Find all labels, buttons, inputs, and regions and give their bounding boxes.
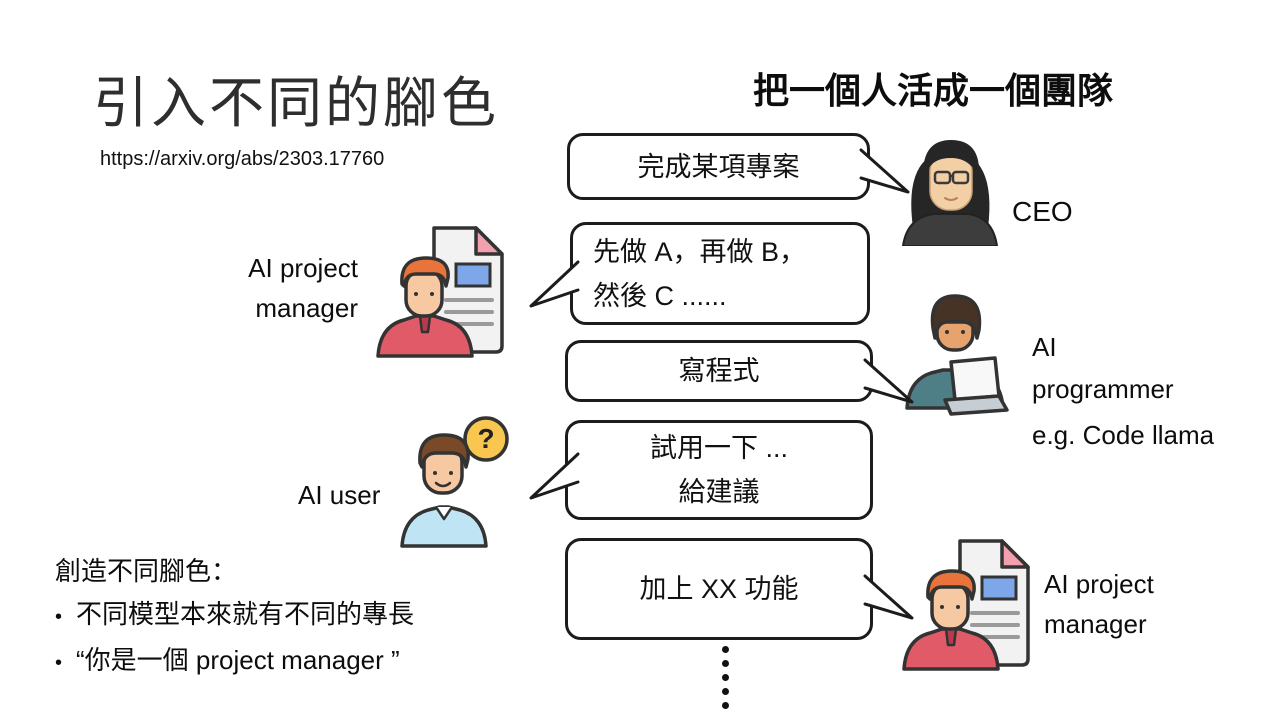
question-mark-icon: ?: [477, 423, 494, 454]
bubble-tail-left-icon: [529, 260, 580, 308]
role-label-programmer: AI programmer: [1032, 326, 1174, 410]
role-label-project-manager-top: AI project manager: [198, 248, 358, 328]
speech-bubble-add-feature: 加上 XX 功能: [565, 538, 873, 640]
role-label-user: AI user: [298, 480, 381, 510]
label-line: AI: [1032, 332, 1057, 362]
programmer-example-label: e.g. Code llama: [1032, 420, 1215, 450]
speech-bubble-try-feedback: 試用一下 ... 給建議: [565, 420, 873, 520]
ceo-avatar: [901, 140, 999, 246]
notes-heading: 創造不同腳色：: [55, 556, 238, 586]
bubble-tail-right-icon: [859, 148, 910, 194]
note-text: “你是一個 project manager ”: [76, 645, 400, 675]
role-label-ceo: CEO: [1012, 196, 1073, 227]
vertical-ellipsis: [722, 646, 729, 709]
headline: 把一個人活成一個團隊: [753, 70, 1114, 111]
bubble-tail-right-icon: [863, 358, 914, 404]
note-bullet: • “你是一個 project manager ”: [55, 639, 414, 685]
slide-title: 引入不同的腳色: [93, 72, 500, 134]
bubble-line: 然後 C ......: [593, 280, 727, 311]
speech-bubble-write-code: 寫程式: [565, 340, 873, 402]
label-line: manager: [1044, 609, 1147, 639]
label-line: manager: [255, 293, 358, 323]
label-line: AI project: [248, 253, 358, 283]
notes-block: 創造不同腳色： • 不同模型本來就有不同的專長 • “你是一個 project …: [55, 550, 414, 685]
user-avatar: ?: [400, 416, 509, 548]
speech-bubble-complete-project: 完成某項專案: [567, 133, 870, 200]
bubble-line: 給建議: [678, 477, 760, 507]
bubble-line: 寫程式: [678, 356, 760, 386]
role-label-project-manager-bottom: AI project manager: [1044, 564, 1154, 644]
bubble-tail-right-icon: [863, 574, 914, 620]
bubble-line: 先做 A，再做 B，: [593, 236, 807, 267]
bullet-icon: •: [55, 606, 63, 628]
bubble-line: 加上 XX 功能: [639, 574, 799, 604]
paper-url: https://arxiv.org/abs/2303.17760: [100, 148, 385, 170]
project-manager-avatar: [376, 226, 504, 358]
project-manager-avatar: [902, 539, 1030, 671]
bubble-line: 試用一下 ...: [649, 433, 788, 463]
speech-bubble-plan-steps: 先做 A，再做 B， 然後 C ......: [570, 222, 870, 325]
bubble-line: 完成某項專案: [637, 151, 800, 182]
bubble-tail-left-icon: [529, 452, 580, 500]
note-text: 不同模型本來就有不同的專長: [76, 599, 415, 629]
programmer-avatar: [905, 294, 1009, 416]
note-bullet: • 不同模型本來就有不同的專長: [55, 593, 414, 639]
label-line: AI project: [1044, 569, 1154, 599]
bullet-icon: •: [55, 652, 63, 674]
label-line: programmer: [1032, 374, 1174, 404]
